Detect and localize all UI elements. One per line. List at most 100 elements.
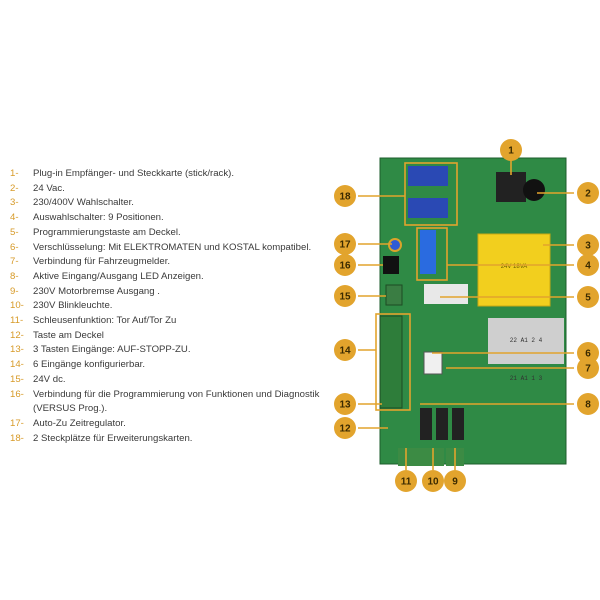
callout-4 bbox=[577, 254, 599, 276]
callout-5 bbox=[577, 286, 599, 308]
frame-4 bbox=[416, 227, 448, 281]
callout-label: 12 bbox=[339, 424, 351, 435]
legend-number: 8- bbox=[10, 270, 19, 282]
legend-item: 18- 2 Steckplätze für Erweiterungskarten. bbox=[10, 432, 360, 447]
dc-terminal bbox=[385, 284, 403, 306]
legend-number: 12- bbox=[10, 329, 24, 341]
legend-text: Taste am Deckel bbox=[33, 329, 104, 341]
legend-item: 3- 230/400V Wahlschalter. bbox=[10, 196, 360, 211]
legend-item: 5- Programmierungstaste am Deckel. bbox=[10, 226, 360, 241]
legend-text: 2 Steckplätze für Erweiterungskarten. bbox=[33, 432, 193, 444]
legend-number: 1- bbox=[10, 168, 19, 179]
callout-label: 18 bbox=[339, 192, 351, 203]
legend-text: (VERSUS Prog.). bbox=[33, 403, 108, 415]
legend-text: Verbindung für Fahrzeugmelder. bbox=[33, 256, 171, 268]
callout-13 bbox=[334, 393, 356, 415]
legend-item: 10- 230V Blinkleuchte. bbox=[10, 299, 360, 314]
callout-15 bbox=[334, 285, 356, 307]
legend-item: 11- Schleusenfunktion: Tor Auf/Tor Zu bbox=[10, 314, 360, 329]
callout-16 bbox=[334, 254, 356, 276]
legend-text: Plug-in Empfänger- und Steckkarte (stick… bbox=[33, 168, 235, 179]
legend-text: 24V dc. bbox=[33, 373, 66, 385]
terminal-row-a: 22 A1 2 4 bbox=[510, 337, 543, 344]
callout-18 bbox=[334, 185, 356, 207]
callout-12 bbox=[334, 417, 356, 439]
expansion-slot-2 bbox=[408, 198, 448, 218]
callout-9 bbox=[444, 470, 466, 492]
legend-item: 4- Auswahlschalter: 9 Positionen. bbox=[10, 211, 360, 226]
legend-item: 13- 3 Tasten Eingänge: AUF-STOPP-ZU. bbox=[10, 343, 360, 358]
relay-block bbox=[488, 318, 564, 364]
callout-label: 13 bbox=[339, 400, 351, 411]
legend-item: 8-Aktive Eingang/Ausgang LED Anzeigen. bbox=[10, 270, 360, 285]
legend-item: (VERSUS Prog.). bbox=[10, 402, 360, 417]
legend-number: 9- bbox=[10, 285, 19, 297]
legend-number: 17- bbox=[10, 417, 24, 429]
legend-number: 11- bbox=[10, 315, 24, 327]
callout-label: 5 bbox=[585, 293, 591, 304]
legend-text: Programmierungstaste am Deckel. bbox=[33, 226, 181, 238]
terminal-row-b: 21 A1 1 3 bbox=[510, 375, 543, 382]
legend-number: 13- bbox=[10, 344, 24, 356]
legend-number: 16- bbox=[10, 388, 24, 400]
legend-text: 24 Vac. bbox=[33, 182, 65, 194]
frame-14 bbox=[375, 313, 411, 411]
callout-7 bbox=[577, 357, 599, 379]
legend-item: 17- Auto-Zu Zeitregulator. bbox=[10, 417, 360, 432]
callout-label: 8 bbox=[585, 400, 591, 411]
transformer bbox=[477, 233, 551, 307]
callout-label: 11 bbox=[401, 477, 412, 488]
legend-number: 4- bbox=[10, 212, 19, 224]
legend-text: 6 Eingänge konfigurierbar. bbox=[33, 359, 146, 371]
legend-item: 2- 24 Vac. bbox=[10, 182, 360, 197]
encoder-connector bbox=[423, 351, 443, 375]
callout-2 bbox=[577, 182, 599, 204]
legend-item: 16- Verbindung für die Programmierung von… bbox=[10, 388, 360, 403]
frame-18 bbox=[404, 162, 458, 226]
terminal-10 bbox=[426, 448, 444, 466]
callout-label: 14 bbox=[339, 346, 351, 357]
legend-item: 12- Taste am Deckel bbox=[10, 329, 360, 344]
legend-number: 10- bbox=[10, 300, 24, 312]
expansion-slot-1 bbox=[408, 166, 448, 186]
legend-list: 1- Plug-in Empfänger- und Steckkarte (sti… bbox=[10, 167, 360, 446]
input-terminal-strip bbox=[379, 315, 403, 409]
legend-item: 9- 230V Motorbremse Ausgang . bbox=[10, 285, 360, 300]
legend-number: 2- bbox=[10, 182, 19, 194]
legend-text: 230/400V Wahlschalter. bbox=[33, 197, 134, 209]
callout-10 bbox=[422, 470, 444, 492]
legend-item: 7-Verbindung für Fahrzeugmelder. bbox=[10, 255, 360, 270]
callout-11 bbox=[395, 470, 417, 492]
legend-text: Verschlüsselung: Mit ELEKTROMATEN und KO… bbox=[33, 241, 312, 253]
callout-label: 1 bbox=[508, 146, 514, 157]
terminal-11 bbox=[398, 448, 426, 466]
callout-label: 17 bbox=[339, 240, 351, 251]
legend-number: 3- bbox=[10, 197, 19, 209]
legend-text: Auswahlschalter: 9 Positionen. bbox=[33, 212, 164, 224]
legend-number: 18- bbox=[10, 432, 24, 444]
legend-text: Verbindung für die Programmierung von Fu… bbox=[33, 388, 320, 400]
legend-text: 230V Blinkleuchte. bbox=[33, 300, 113, 312]
legend-text: Schleusenfunktion: Tor Auf/Tor Zu bbox=[33, 315, 177, 327]
legend-text: 230V Motorbremse Ausgang . bbox=[33, 285, 160, 297]
callout-label: 9 bbox=[452, 477, 458, 488]
callout-label: 15 bbox=[339, 292, 351, 303]
programming-buttons bbox=[424, 284, 468, 304]
programming-connector bbox=[383, 256, 399, 274]
legend-item: 14-6 Eingänge konfigurierbar. bbox=[10, 358, 360, 373]
callout-label: 2 bbox=[585, 189, 591, 200]
legend-text: Auto-Zu Zeitregulator. bbox=[33, 417, 126, 429]
callout-label: 10 bbox=[427, 477, 439, 488]
legend-item: 1- Plug-in Empfänger- und Steckkarte (sti… bbox=[10, 167, 360, 182]
leader-lines bbox=[358, 158, 574, 470]
callout-8 bbox=[577, 393, 599, 415]
legend-number: 5- bbox=[10, 226, 19, 238]
dip-switch bbox=[420, 230, 436, 274]
transformer-label: 24V 18VA bbox=[501, 264, 528, 270]
callout-3 bbox=[577, 234, 599, 256]
receiver-plug bbox=[496, 172, 526, 202]
legend-text: 3 Tasten Eingänge: AUF-STOPP-ZU. bbox=[33, 344, 191, 356]
callout-1 bbox=[500, 139, 522, 161]
